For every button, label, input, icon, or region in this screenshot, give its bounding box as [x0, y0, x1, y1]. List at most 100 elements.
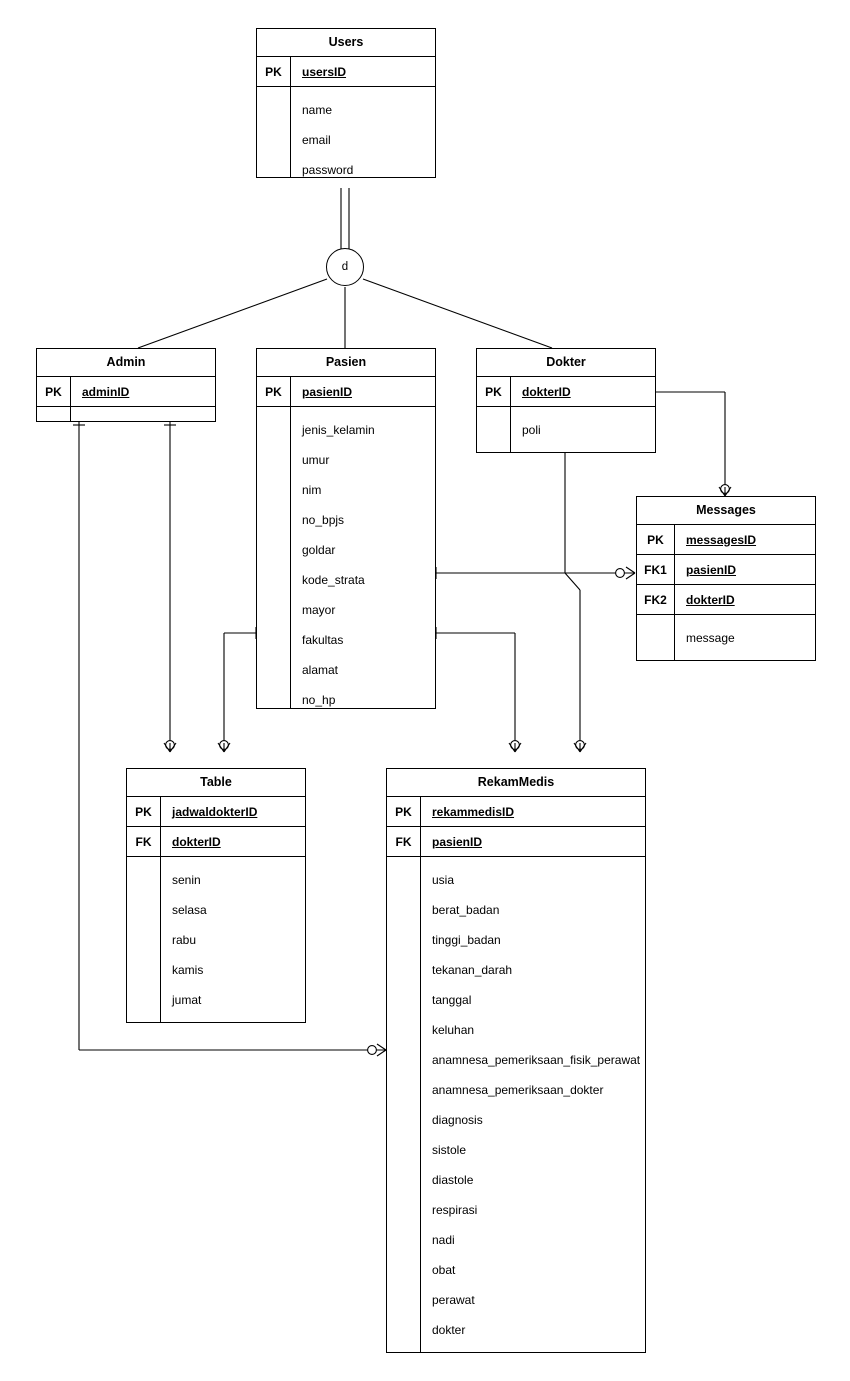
attribute-list: jenis_kelamin umur nim no_bpjs goldar ko… [291, 407, 435, 708]
key-tag-empty [477, 407, 511, 452]
entity-admin[interactable]: Admin PK adminID [36, 348, 216, 422]
table-row[interactable]: PK usersID [257, 57, 435, 87]
crowsfoot-rm-left [508, 742, 522, 753]
attribute-block-users: name email password [257, 87, 435, 177]
list-item: rabu [172, 933, 197, 947]
key-tag-empty [37, 407, 71, 421]
table-row[interactable]: PK dokterID [477, 377, 655, 407]
attribute-block-messages: message [637, 615, 815, 660]
key-tag: PK [37, 377, 71, 406]
table-row[interactable]: PK adminID [37, 377, 215, 407]
table-row[interactable]: PK messagesID [637, 525, 815, 555]
entity-body-dokter: PK dokterID poli [477, 377, 655, 452]
entity-users[interactable]: Users PK usersID name email password [256, 28, 436, 178]
entity-title-admin: Admin [37, 349, 215, 377]
circle-zero-rm-left [510, 740, 520, 750]
attribute-list: poli [511, 407, 655, 452]
list-item: selasa [172, 903, 207, 917]
list-item: tekanan_darah [432, 963, 513, 977]
list-item: jenis_kelamin [302, 423, 375, 437]
entity-body-messages: PK messagesID FK1 pasienID FK2 dokterID … [637, 525, 815, 660]
crowsfoot-table-left [163, 742, 177, 753]
attribute-block-pasien: jenis_kelamin umur nim no_bpjs goldar ko… [257, 407, 435, 708]
table-row[interactable]: FK2 dokterID [637, 585, 815, 615]
key-tag-empty [127, 857, 161, 1022]
key-name: dokterID [172, 834, 221, 849]
key-tag: PK [127, 797, 161, 826]
table-row[interactable]: PK rekammedisID [387, 797, 645, 827]
attribute-list [71, 407, 215, 421]
attribute-block-admin [37, 407, 215, 421]
specialization-label: d [341, 261, 349, 273]
entity-rekammedis[interactable]: RekamMedis PK rekammedisID FK pasienID u… [386, 768, 646, 1353]
entity-body-admin: PK adminID [37, 377, 215, 421]
entity-title-pasien: Pasien [257, 349, 435, 377]
entity-body-pasien: PK pasienID jenis_kelamin umur nim no_bp… [257, 377, 435, 708]
entity-title-table: Table [127, 769, 305, 797]
entity-body-rekammedis: PK rekammedisID FK pasienID usia berat_b… [387, 797, 645, 1352]
circle-zero-rm-right [575, 740, 585, 750]
key-tag: FK [127, 827, 161, 856]
table-row[interactable]: FK1 pasienID [637, 555, 815, 585]
list-item: kamis [172, 963, 204, 977]
entity-title-dokter: Dokter [477, 349, 655, 377]
list-item: message [686, 631, 735, 645]
list-item: sistole [432, 1143, 467, 1157]
circle-zero-messages-top [720, 484, 730, 494]
list-item: poli [522, 423, 541, 437]
entity-table[interactable]: Table PK jadwaldokterID FK dokterID seni… [126, 768, 306, 1023]
attribute-list: senin selasa rabu kamis jumat [161, 857, 305, 1022]
list-item: diastole [432, 1173, 474, 1187]
key-tag: FK2 [637, 585, 675, 614]
list-item: mayor [302, 603, 336, 617]
specialization-circle-disjoint[interactable]: d [326, 248, 364, 286]
key-tag: PK [257, 57, 291, 86]
list-item: nim [302, 483, 322, 497]
entity-body-users: PK usersID name email password [257, 57, 435, 177]
crowsfoot-rm-admin [376, 1043, 387, 1057]
key-name: usersID [302, 64, 347, 79]
list-item: dokter [432, 1323, 466, 1337]
entity-title-rekammedis: RekamMedis [387, 769, 645, 797]
table-row[interactable]: PK jadwaldokterID [127, 797, 305, 827]
list-item: jumat [172, 993, 202, 1007]
key-name: adminID [82, 384, 130, 399]
list-item: fakultas [302, 633, 344, 647]
key-tag-empty [257, 407, 291, 708]
entity-messages[interactable]: Messages PK messagesID FK1 pasienID FK2 … [636, 496, 816, 661]
list-item: senin [172, 873, 201, 887]
list-item: berat_badan [432, 903, 500, 917]
line-d-dokter [362, 278, 553, 349]
key-name: dokterID [522, 384, 571, 399]
list-item: no_bpjs [302, 513, 345, 527]
circle-zero-messages-fk1 [615, 568, 625, 578]
circle-zero-table-left [165, 740, 175, 750]
crowsfoot-table-right [217, 742, 231, 753]
list-item: umur [302, 453, 330, 467]
list-item: anamnesa_pemeriksaan_dokter [432, 1083, 604, 1097]
entity-pasien[interactable]: Pasien PK pasienID jenis_kelamin umur ni… [256, 348, 436, 709]
key-tag: FK1 [637, 555, 675, 584]
list-item: goldar [302, 543, 336, 557]
key-tag: PK [477, 377, 511, 406]
key-name: rekammedisID [432, 804, 515, 819]
table-row[interactable]: PK pasienID [257, 377, 435, 407]
circle-zero-rm-admin [367, 1045, 377, 1055]
key-name: messagesID [686, 532, 757, 547]
list-item: anamnesa_pemeriksaan_fisik_perawat [432, 1053, 641, 1067]
attribute-list: name email password [291, 87, 435, 177]
key-tag-empty [637, 615, 675, 660]
attribute-block-rekammedis: usia berat_badan tinggi_badan tekanan_da… [387, 857, 645, 1352]
line-d-admin [137, 278, 328, 349]
key-tag: FK [387, 827, 421, 856]
key-name: pasienID [432, 834, 483, 849]
attribute-block-dokter: poli [477, 407, 655, 452]
list-item: perawat [432, 1293, 475, 1307]
attribute-list: usia berat_badan tinggi_badan tekanan_da… [421, 857, 645, 1352]
entity-dokter[interactable]: Dokter PK dokterID poli [476, 348, 656, 453]
list-item: keluhan [432, 1023, 475, 1037]
circle-zero-table-right [219, 740, 229, 750]
table-row[interactable]: FK dokterID [127, 827, 305, 857]
table-row[interactable]: FK pasienID [387, 827, 645, 857]
